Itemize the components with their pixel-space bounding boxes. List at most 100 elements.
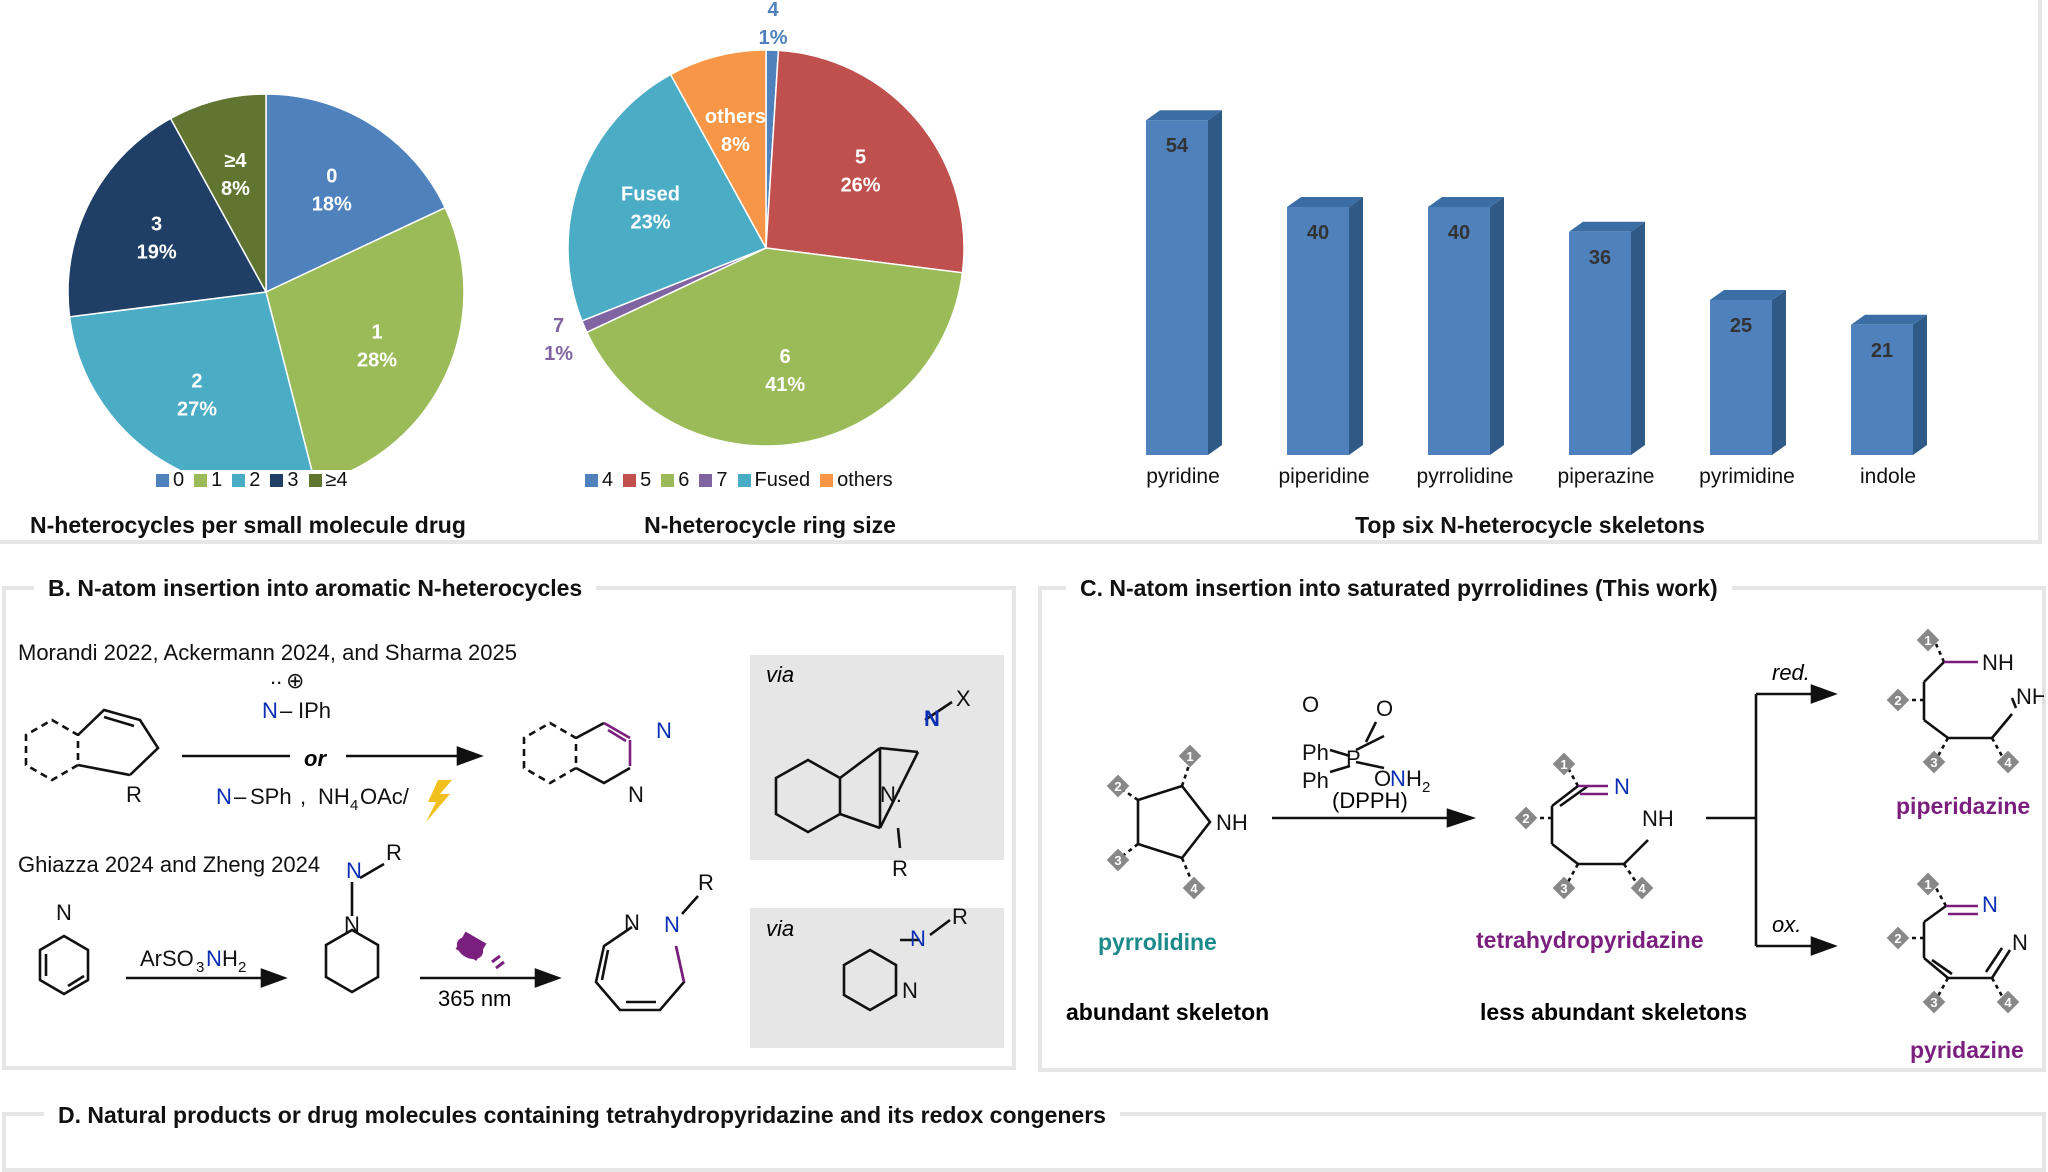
bar-value-label: 40 xyxy=(1307,222,1329,244)
legend-label: 5 xyxy=(640,469,652,491)
svg-text:O: O xyxy=(1376,696,1393,721)
pie-slice-percent: 19% xyxy=(137,241,177,263)
bar-top xyxy=(1428,197,1504,207)
svg-text:N: N xyxy=(1390,766,1406,791)
pie-slice-3 xyxy=(67,117,268,318)
svg-text:P: P xyxy=(1346,746,1361,771)
legend-item: 0 xyxy=(156,469,184,492)
svg-text:OAc/: OAc/ xyxy=(360,784,410,809)
bar-pyrimidine xyxy=(1710,300,1772,455)
less-abundant-label: less abundant skeletons xyxy=(1480,999,1747,1025)
pyrrolidine-label: pyrrolidine xyxy=(1098,929,1217,955)
bar-side xyxy=(1772,290,1786,455)
bar-chart-top-skeletons-caption: Top six N-heterocycle skeletons xyxy=(1355,512,1705,538)
pie-slice-label: Fused xyxy=(621,183,680,205)
bar-pyridine xyxy=(1146,120,1208,455)
legend-swatch xyxy=(194,474,208,487)
bar-category-label: pyridine xyxy=(1146,465,1220,488)
svg-text:R: R xyxy=(386,840,402,865)
bar-top xyxy=(1569,221,1645,232)
pie-slice-1 xyxy=(265,206,465,470)
pie-slice-label: 3 xyxy=(151,213,162,235)
legend-label: 7 xyxy=(716,469,728,491)
legend-label: ≥4 xyxy=(325,469,348,491)
svg-text:NH: NH xyxy=(318,784,350,809)
legend-item: Fused xyxy=(737,469,811,492)
legend-swatch xyxy=(737,474,751,487)
panel-c-title: C. N-atom insertion into saturated pyrro… xyxy=(1066,573,1732,603)
bar-side xyxy=(1913,314,1927,455)
bar-indole xyxy=(1851,324,1913,455)
svg-text:R: R xyxy=(952,904,968,929)
legend-label: 4 xyxy=(602,469,614,491)
svg-text:..: .. xyxy=(270,664,282,689)
legend-item: 6 xyxy=(661,469,689,492)
bar-top xyxy=(1287,197,1363,207)
svg-text:1: 1 xyxy=(1560,757,1567,772)
bar-category-label: pyrrolidine xyxy=(1417,465,1514,488)
svg-text:N: N xyxy=(1614,774,1630,799)
pie-slice-0 xyxy=(265,93,447,294)
lamp-icon xyxy=(455,931,505,970)
svg-text:N:: N: xyxy=(880,782,902,807)
svg-text:3: 3 xyxy=(196,959,204,976)
svg-text:2: 2 xyxy=(1894,931,1901,946)
svg-text:R: R xyxy=(892,856,908,881)
panel-d-title: D. Natural products or drug molecules co… xyxy=(44,1100,1120,1130)
legend-label: Fused xyxy=(754,469,811,491)
pie-slice-label: 2 xyxy=(191,371,202,393)
pie-slice-2 xyxy=(585,247,964,447)
dpph-label: (DPPH) xyxy=(1332,788,1408,813)
svg-text:N: N xyxy=(656,718,672,743)
reagent-or-label: or xyxy=(304,746,327,771)
pyridazine-label: pyridazine xyxy=(1910,1037,2024,1063)
svg-text:SPh: SPh xyxy=(250,784,292,809)
pie-slice-percent: 1% xyxy=(759,27,788,49)
svg-text:,: , xyxy=(300,784,306,809)
bar-side xyxy=(1631,221,1645,455)
svg-text:N: N xyxy=(628,782,644,807)
svg-text:ArSO: ArSO xyxy=(140,946,194,971)
bar-top xyxy=(1851,314,1927,325)
svg-text:N: N xyxy=(346,858,362,883)
bar-piperazine xyxy=(1569,231,1631,455)
svg-text:3: 3 xyxy=(1930,995,1937,1010)
legend-item: 2 xyxy=(232,469,260,492)
svg-text:N: N xyxy=(206,946,222,971)
bar-top xyxy=(1146,110,1222,121)
legend-label: 2 xyxy=(249,469,261,491)
svg-text:Ph: Ph xyxy=(1302,768,1329,793)
svg-text:2: 2 xyxy=(238,959,246,976)
bar-top xyxy=(1710,290,1786,300)
legend-item: 3 xyxy=(270,469,299,492)
bar-chart-top-skeletons: 54pyridine40piperidine40pyrrolidine36pip… xyxy=(1146,110,1927,488)
svg-text:N: N xyxy=(2012,930,2028,955)
pie-slice-percent: 41% xyxy=(765,374,805,396)
pie-slice-percent: 8% xyxy=(221,178,250,200)
svg-text:Ph: Ph xyxy=(1302,740,1329,765)
svg-text:4: 4 xyxy=(350,797,358,814)
bar-side xyxy=(1208,110,1222,455)
svg-text:R: R xyxy=(698,870,714,895)
legend-item: others xyxy=(820,469,893,492)
pie-slice-1 xyxy=(765,49,965,274)
bar-category-label: pyrimidine xyxy=(1699,465,1795,488)
svg-text:N: N xyxy=(624,910,640,935)
svg-text:N: N xyxy=(924,706,940,731)
svg-text:N: N xyxy=(216,784,232,809)
svg-text:N: N xyxy=(56,900,72,925)
via-label-2: via xyxy=(766,916,794,941)
svg-text:2: 2 xyxy=(1894,693,1901,708)
panel-b-via-box-2 xyxy=(750,908,1004,1048)
svg-text:N: N xyxy=(902,978,918,1003)
pie-slice-label: 0 xyxy=(326,165,337,187)
svg-text:3: 3 xyxy=(1930,755,1937,770)
bar-value-label: 36 xyxy=(1589,247,1611,269)
pie-chart-drug-count: 018%128%227%319%≥48% xyxy=(67,93,465,470)
svg-text:N: N xyxy=(344,912,360,937)
panel-b-scheme: R N – IPh ⊕ .. N – SPh , NH 4 OAc/ N N N… xyxy=(24,662,971,1012)
legend-swatch xyxy=(585,474,598,487)
pie-slice-percent: 8% xyxy=(721,134,750,156)
svg-text:N: N xyxy=(1982,892,1998,917)
